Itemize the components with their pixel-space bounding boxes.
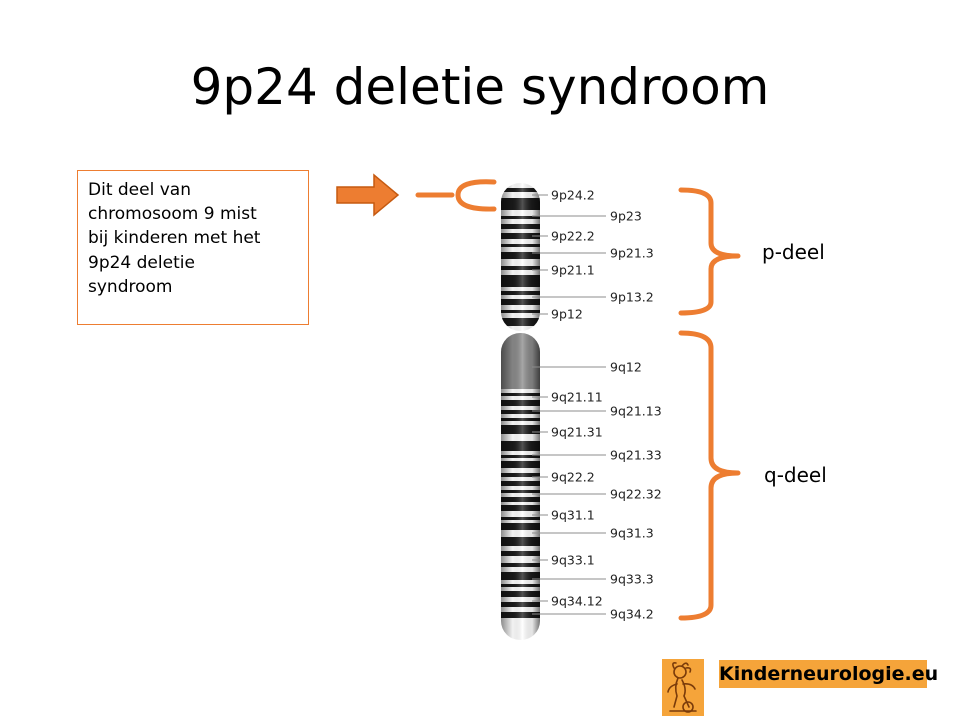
band-label: 9q21.11 <box>551 390 603 405</box>
band-label: 9q34.12 <box>551 594 603 609</box>
band-label: 9p24.2 <box>551 188 595 203</box>
note-line: Dit deel van <box>88 180 191 200</box>
note-line: 9p24 deletie <box>88 252 195 273</box>
logo-text: Kinderneurologie.eu <box>719 660 938 688</box>
band-label: 9q33.1 <box>551 553 595 568</box>
band-label: 9q21.13 <box>610 404 662 419</box>
band-label: 9p22.2 <box>551 229 595 244</box>
band-label: 9p21.1 <box>551 263 595 278</box>
q-arm-label: q-deel <box>764 463 827 487</box>
band-label: 9p13.2 <box>610 290 654 305</box>
p-arm-brace <box>678 187 741 316</box>
band-label: 9p23 <box>610 209 642 224</box>
band-label: 9q33.3 <box>610 572 654 587</box>
note-line: bij kinderen met het <box>88 228 261 249</box>
band-label: 9p12 <box>551 307 583 322</box>
note-line: syndroom <box>88 276 173 297</box>
note-box: Dit deel van chromosoom 9 mist bij kinde… <box>77 170 309 325</box>
q-arm-brace <box>678 330 741 621</box>
q-arm <box>501 333 540 640</box>
band-label: 9q31.1 <box>551 508 595 523</box>
pointer-arrow-icon <box>336 173 400 217</box>
band-label: 9q21.31 <box>551 425 603 440</box>
band-label: 9q22.2 <box>551 470 595 485</box>
deletion-bracket <box>415 179 497 212</box>
p-arm-label: p-deel <box>762 240 825 264</box>
note-line: chromosoom 9 mist <box>88 204 257 225</box>
band-label: 9q34.2 <box>610 607 654 622</box>
child-figure-icon <box>662 659 704 716</box>
band-label: 9q21.33 <box>610 448 662 463</box>
band-label: 9q22.32 <box>610 487 662 502</box>
band-label: 9q12 <box>610 360 642 375</box>
band-label: 9p21.3 <box>610 246 654 261</box>
band-label: 9q31.3 <box>610 526 654 541</box>
page-title: 9p24 deletie syndroom <box>190 58 770 116</box>
p-arm <box>501 183 540 331</box>
